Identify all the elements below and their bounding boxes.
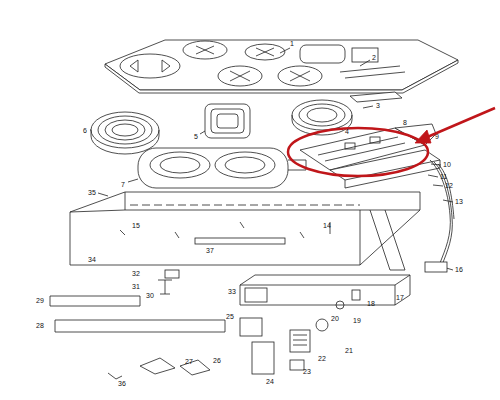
- callout-number: 36: [118, 380, 126, 388]
- highlight-ellipse: [288, 128, 428, 176]
- callout-number: 15: [132, 222, 140, 230]
- callout-number: 19: [353, 317, 361, 325]
- callout-number: 5: [194, 133, 198, 141]
- callout-number: 27: [185, 358, 193, 366]
- callout-number: 1: [290, 40, 294, 48]
- callout-number: 17: [396, 294, 404, 302]
- callout-number: 22: [318, 355, 326, 363]
- callout-number: 4: [345, 128, 349, 136]
- callout-number: 14: [323, 222, 331, 230]
- callout-number: 13: [455, 198, 463, 206]
- callout-number: 34: [88, 256, 96, 264]
- callout-number: 23: [303, 368, 311, 376]
- callout-number: 16: [455, 266, 463, 274]
- callout-number: 30: [146, 292, 154, 300]
- callout-number: 20: [331, 315, 339, 323]
- callout-number: 35: [88, 189, 96, 197]
- callout-number: 33: [228, 288, 236, 296]
- callout-number: 9: [435, 133, 439, 141]
- callout-number: 3: [376, 102, 380, 110]
- callout-number: 11: [440, 173, 447, 181]
- callout-number: 37: [206, 247, 214, 255]
- callout-number: 24: [266, 378, 274, 386]
- callout-number: 32: [132, 270, 140, 278]
- callout-number: 31: [132, 283, 140, 291]
- callout-number: 10: [443, 161, 451, 169]
- callout-number: 25: [226, 313, 234, 321]
- callout-number: 8: [403, 119, 407, 127]
- callout-number: 28: [36, 322, 44, 330]
- callout-number: 2: [372, 54, 376, 62]
- callout-number: 18: [367, 300, 375, 308]
- callout-number: 12: [445, 182, 453, 190]
- callout-number: 21: [345, 347, 353, 355]
- callout-number: 29: [36, 297, 44, 305]
- callout-number: 7: [121, 181, 125, 189]
- callout-number: 6: [83, 127, 87, 135]
- callout-number: 26: [213, 357, 221, 365]
